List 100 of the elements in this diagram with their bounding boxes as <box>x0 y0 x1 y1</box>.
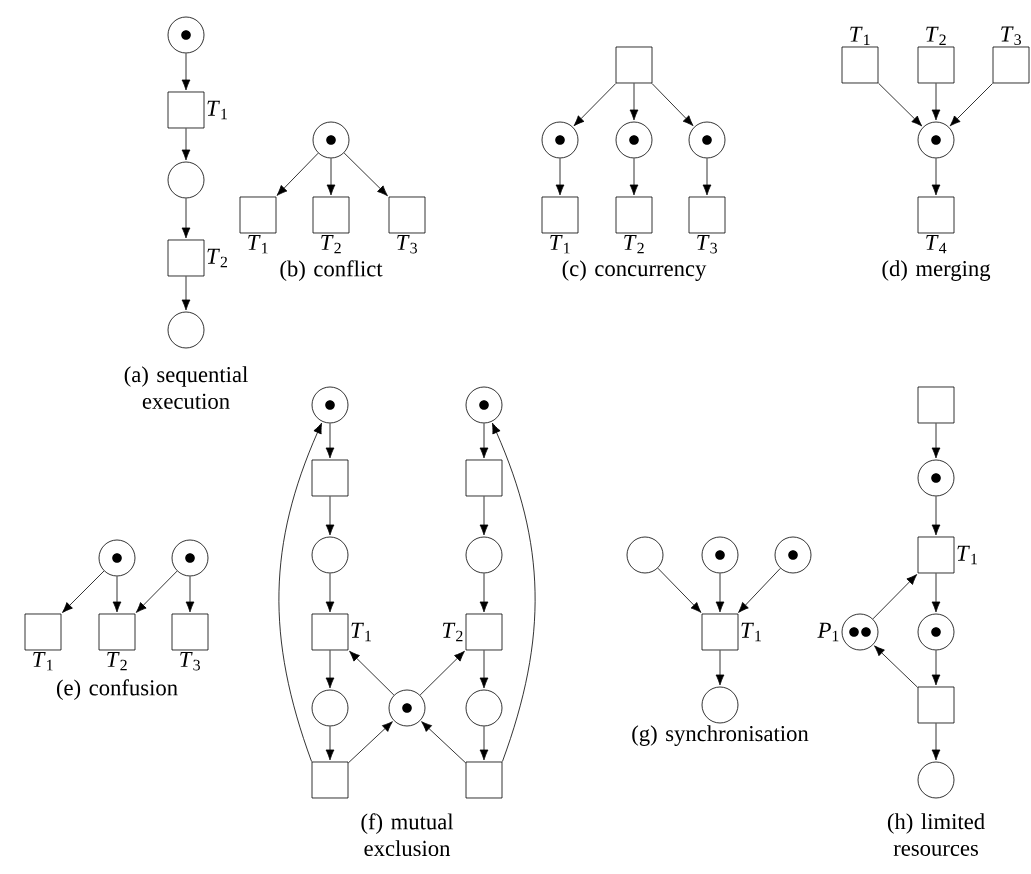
place-circle <box>774 536 812 574</box>
transition-label: T$_{2}$ <box>107 652 127 671</box>
arrow <box>349 650 395 696</box>
arrow <box>325 423 335 459</box>
place-circle <box>465 536 503 574</box>
arrow <box>702 158 712 196</box>
place-circle <box>167 161 205 199</box>
caption: (a) sequential execution <box>124 366 248 409</box>
caption: (c) concurrency <box>562 260 707 281</box>
place-circle <box>701 686 739 724</box>
arrow <box>738 567 781 613</box>
transition-label: T$_{3}$ <box>697 235 717 254</box>
transition-label: T$_{2}$ <box>321 235 341 254</box>
transition-label: T$_{4}$ <box>926 235 947 254</box>
place-circle <box>171 539 209 577</box>
arrow <box>185 576 195 613</box>
transition-label: T$_{1}$ <box>957 545 977 565</box>
transition-label: T$_{1}$ <box>741 622 761 642</box>
place-circle <box>388 689 426 727</box>
caption: (e) confusion <box>56 679 178 701</box>
transition-label: T$_{2}$ <box>442 622 463 642</box>
place-circle <box>541 121 579 159</box>
arrow <box>62 570 105 613</box>
arrow <box>878 82 923 127</box>
place-circle <box>465 386 503 424</box>
arrow <box>651 83 694 127</box>
place-circle <box>917 121 955 159</box>
arrow <box>325 496 335 536</box>
place-circle <box>311 386 349 424</box>
transition-box <box>465 761 503 799</box>
arrow <box>479 726 489 761</box>
arrow <box>931 650 941 686</box>
transition-label: T$_{1}$ <box>850 26 870 45</box>
arrow <box>419 650 465 696</box>
place-circle <box>626 536 664 574</box>
place-circle <box>98 539 136 577</box>
transition-box <box>311 459 349 497</box>
arrow <box>872 574 918 620</box>
arrow <box>479 650 489 689</box>
arrow <box>715 650 725 686</box>
arrow <box>326 158 336 196</box>
transition-box <box>615 46 653 84</box>
arrow <box>931 723 941 761</box>
arrow <box>343 152 388 197</box>
arrow <box>479 573 489 613</box>
caption: (d) merging <box>882 260 991 281</box>
arrow <box>181 53 191 91</box>
arrow <box>325 573 335 613</box>
arrow <box>181 198 191 239</box>
arrow <box>135 570 178 613</box>
arrow <box>555 158 565 196</box>
arrow <box>931 83 941 121</box>
transition-label: T$_{2}$ <box>926 26 946 45</box>
caption: (g) synchronisation <box>632 725 809 746</box>
caption: (b) conflict <box>280 260 383 282</box>
arrow <box>278 422 322 762</box>
arrow <box>931 496 941 536</box>
place-circle <box>917 613 955 651</box>
place-circle <box>615 121 653 159</box>
arrow <box>931 573 941 613</box>
transition-box <box>917 686 955 724</box>
transition-box <box>311 761 349 799</box>
transition-label: T$_{1}$ <box>33 652 53 671</box>
arrow <box>949 83 993 127</box>
place-circle <box>465 689 503 727</box>
transition-label: T$_{1}$ <box>550 235 570 254</box>
arrow <box>421 721 466 764</box>
transition-box <box>917 386 955 424</box>
transition-label: T$_{1}$ <box>207 100 227 120</box>
arrow <box>874 645 918 688</box>
arrow <box>325 650 335 689</box>
arrow <box>479 423 489 459</box>
arrow <box>931 423 941 459</box>
transition-label: T$_{3}$ <box>397 235 417 254</box>
arrow <box>573 83 617 127</box>
arrow <box>629 83 639 121</box>
arrow <box>657 567 702 613</box>
transition-label: T$_{2}$ <box>624 235 644 254</box>
arrow <box>181 276 191 311</box>
transition-label: T$_{2}$ <box>207 248 227 268</box>
place-circle <box>167 16 205 54</box>
arrow <box>112 576 122 613</box>
transition-label: T$_{3}$ <box>1001 26 1021 45</box>
place-circle <box>701 536 739 574</box>
place-circle <box>167 311 205 349</box>
transition-box <box>465 459 503 497</box>
transition-label: T$_{1}$ <box>351 622 371 642</box>
place-circle <box>311 689 349 727</box>
arrow <box>181 128 191 161</box>
arrow <box>325 726 335 761</box>
arrow <box>492 422 536 762</box>
caption: (f) mutual exclusion <box>361 813 454 857</box>
arrow <box>715 573 725 613</box>
arrow <box>276 152 319 196</box>
arrow <box>479 496 489 536</box>
transition-label: T$_{3}$ <box>180 652 200 671</box>
place-circle <box>688 121 726 159</box>
arrow <box>629 158 639 196</box>
place-circle <box>312 121 350 159</box>
caption: (h) limited resources <box>887 813 985 856</box>
